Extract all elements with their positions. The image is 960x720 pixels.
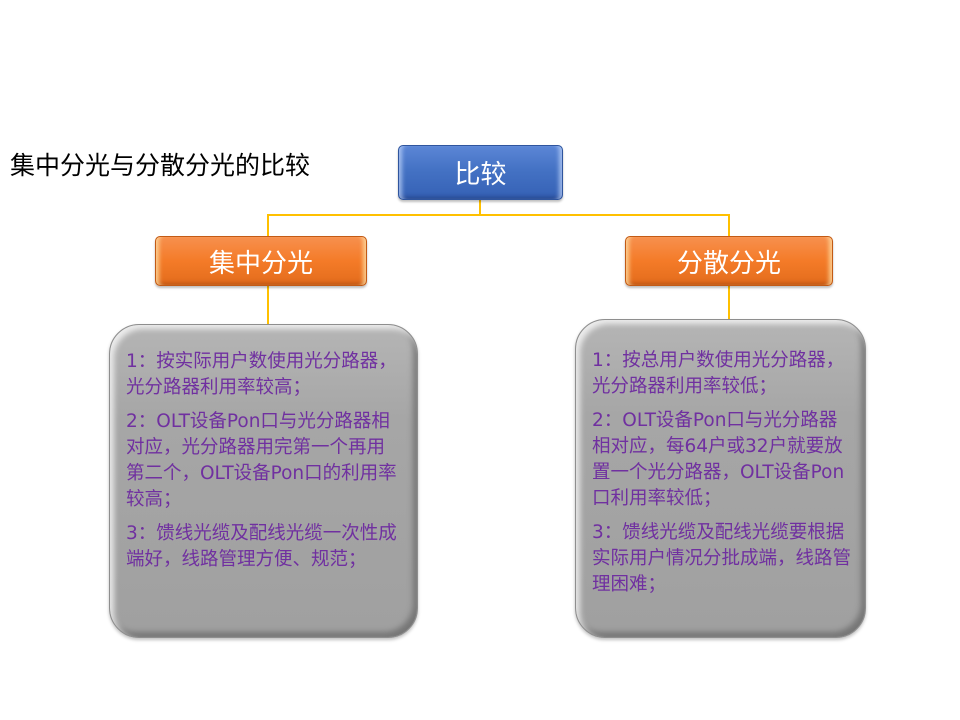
branch-node-distributed-splitting: 分散分光 — [625, 236, 833, 286]
connector-right-down — [728, 214, 730, 236]
connector-horizontal — [267, 214, 730, 216]
detail-point: 2：OLT设备Pon口与光分路器相对应，光分路器用完第一个再用第二个，OLT设备… — [126, 411, 397, 510]
connector-left-to-panel — [267, 286, 269, 324]
detail-point: 1：按总用户数使用光分路器，光分路器利用率较低； — [592, 350, 845, 397]
branch-node-label: 集中分光 — [208, 248, 313, 279]
connector-left-down — [267, 214, 269, 236]
connector-right-to-panel — [728, 286, 730, 319]
branch-node-centralized-splitting: 集中分光 — [155, 236, 367, 286]
detail-point: 2：OLT设备Pon口与光分路器相对应，每64户或32户就要放置一个光分路器，O… — [592, 410, 845, 509]
root-node-label: 比较 — [454, 160, 507, 190]
panel-centralized-details: 1：按实际用户数使用光分路器，光分路器利用率较高； 2：OLT设备Pon口与光分… — [109, 324, 418, 638]
slide-title: 集中分光与分散分光的比较 — [10, 151, 311, 180]
detail-point: 3：馈线光缆及配线光缆要根据实际用户情况分批成端，线路管理困难； — [592, 522, 852, 595]
detail-point: 1：按实际用户数使用光分路器，光分路器利用率较高； — [126, 351, 397, 398]
panel-distributed-details: 1：按总用户数使用光分路器，光分路器利用率较低； 2：OLT设备Pon口与光分路… — [575, 319, 866, 638]
detail-point: 3：馈线光缆及配线光缆一次性成端好，线路管理方便、规范； — [126, 523, 397, 570]
root-node-compare: 比较 — [398, 145, 563, 200]
connector-root-down — [479, 200, 481, 215]
branch-node-label: 分散分光 — [676, 248, 781, 279]
